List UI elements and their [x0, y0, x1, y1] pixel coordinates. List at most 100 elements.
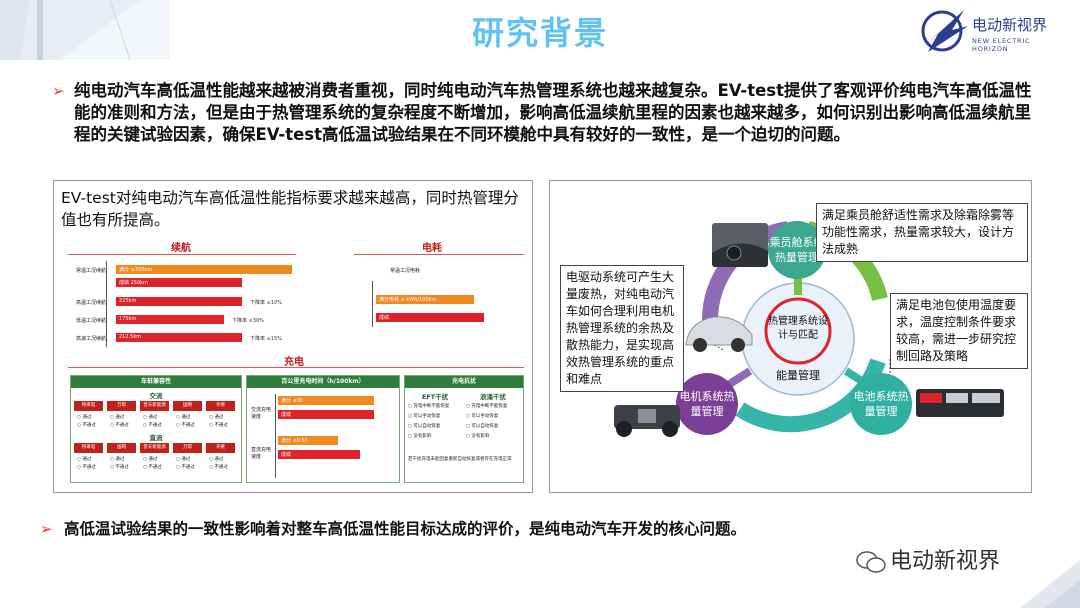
charge-time-bar-text: 满分 ≤0.5h	[281, 438, 308, 444]
cabin-dashboard-photo	[712, 223, 768, 267]
ac-operator-cell: 万帮	[107, 401, 136, 411]
electric-car-photo	[685, 316, 753, 352]
motor-chassis-photo	[614, 405, 680, 437]
pass-option[interactable]: ○ 通过	[143, 415, 158, 420]
surge-column-title: 浪涌干扰	[480, 393, 506, 401]
range-row-label: 低温工况续航	[76, 318, 107, 324]
pass-option[interactable]: ○ 通过	[143, 457, 158, 462]
range-bar-text: 212.5km	[119, 334, 142, 340]
ac-operator-cell: 特来电	[74, 401, 103, 411]
battery-pack-photo	[916, 389, 1004, 417]
range-bar-text: 225km	[119, 298, 137, 304]
range-note: 下降率 ≤10%	[250, 300, 282, 306]
interference-note: 若干扰充电未能回复重新自动恢复或者存在充电正常	[408, 457, 512, 462]
fail-option[interactable]: ○ 不通过	[110, 465, 129, 470]
energy-section-title: 电耗	[422, 243, 442, 254]
surge-option[interactable]: ○ 没有影响	[466, 434, 490, 439]
charge-time-title: 百公里充电时间（h/100km）	[247, 376, 399, 388]
bullet-arrow-icon: ➢	[40, 520, 53, 538]
battery-callout: 满足电池包使用温度要求，温度控制条件要求较高，需进一步研究控制回路及策略	[890, 293, 1028, 369]
pass-option[interactable]: ○ 通过	[77, 415, 92, 420]
fail-option[interactable]: ○ 不通过	[143, 465, 162, 470]
watermark-text: 电动新视界	[890, 549, 1001, 574]
charge-time-label: 直流充电速度	[251, 447, 272, 460]
top-left-decoration	[0, 0, 170, 60]
fail-option[interactable]: ○ 不通过	[209, 465, 228, 470]
ac-operator-cell: 国网	[173, 401, 202, 411]
range-bar-text: 满分 ≥350km	[119, 267, 153, 273]
energy-axis	[372, 281, 373, 327]
thermal-management-diagram: 热管理系统设计与匹配 能量管理 乘员舱系统热量管理 电池系统热量管理 电机系统热…	[549, 180, 1032, 493]
ac-operator-cell: 普天新能源	[140, 401, 169, 411]
range-bar: 满分 ≥350km	[116, 265, 292, 274]
fail-option[interactable]: ○ 不通过	[176, 465, 195, 470]
pass-option[interactable]: ○ 通过	[209, 457, 224, 462]
compatibility-title: 车桩兼容性	[71, 376, 241, 388]
pass-option[interactable]: ○ 通过	[209, 415, 224, 420]
pass-option[interactable]: ○ 通过	[110, 457, 125, 462]
interference-title: 充电抗扰	[405, 376, 523, 388]
wechat-icon	[856, 551, 886, 573]
fail-option[interactable]: ○ 不通过	[77, 423, 96, 428]
fail-option[interactable]: ○ 不通过	[143, 423, 162, 428]
range-bar: 212.5km	[116, 333, 242, 342]
intro-text: 纯电动汽车高低温性能越来越被消费者重视，同时纯电动汽车热管理系统也越来越复杂。E…	[74, 81, 1032, 144]
panel-description: EV-test对纯电动汽车高低温性能指标要求越来越高，同时热管理分值也有所提高。	[61, 189, 519, 229]
eft-option[interactable]: ○ 没有影响	[408, 434, 432, 439]
eft-option[interactable]: ○ 充电中断不能恢复	[408, 404, 450, 409]
ac-operator-cell: 许继	[206, 401, 235, 411]
range-bar: 225km	[116, 297, 242, 306]
range-row-label: 高速工况续航	[76, 336, 107, 342]
surge-option[interactable]: ○ 可以自动恢复	[466, 424, 499, 429]
logo-name: 电动新视界	[972, 16, 1048, 34]
energy-management-label: 能量管理	[776, 369, 820, 382]
charge-time-bar-text: 满分 ≤3h	[281, 398, 304, 404]
conclusion-text: 高低温试验结果的一致性影响着对整车高低温性能目标达成的评价，是纯电动汽车开发的核…	[64, 520, 747, 538]
cabin-callout: 满足乘员舱舒适性需求及除霜除雾等功能性需求，热量需求较大，设计方法成熟	[816, 203, 1028, 262]
energy-divider	[354, 254, 524, 255]
range-bar-text: 成绩 250km	[119, 280, 148, 286]
charge-time-label: 交流充电速度	[251, 407, 272, 420]
charge-time-bar: 成绩	[278, 450, 360, 459]
charge-time-bar: 满分 ≤3h	[278, 396, 374, 405]
fail-option[interactable]: ○ 不通过	[110, 423, 129, 428]
pass-option[interactable]: ○ 通过	[77, 457, 92, 462]
pass-option[interactable]: ○ 通过	[176, 415, 191, 420]
charge-time-box: 百公里充电时间（h/100km） 交流充电速度 满分 ≤3h 成绩 直流充电速度…	[246, 375, 400, 483]
eft-option[interactable]: ○ 可以自动恢复	[408, 424, 441, 429]
charge-time-bar: 满分 ≤0.5h	[278, 436, 338, 445]
ac-label: 交流	[149, 392, 163, 400]
bottom-right-decoration	[1020, 560, 1080, 608]
charge-time-axis	[275, 394, 276, 478]
range-bar: 175km	[116, 315, 224, 324]
pass-option[interactable]: ○ 通过	[176, 457, 191, 462]
range-divider	[68, 254, 296, 255]
fail-option[interactable]: ○ 不通过	[209, 423, 228, 428]
range-bar: 成绩 250km	[116, 278, 242, 287]
eft-option[interactable]: ○ 可以手动恢复	[408, 414, 441, 419]
conclusion-bullet: ➢ 高低温试验结果的一致性影响着对整车高低温性能目标达成的评价，是纯电动汽车开发…	[40, 518, 860, 540]
brand-logo: 电动新视界 NEW ELECTRIC HORIZON	[916, 4, 1066, 56]
wechat-watermark: 电动新视界	[856, 543, 1000, 575]
energy-bar: 满分电耗 ≤ kWh/100km	[376, 295, 474, 304]
surge-option[interactable]: ○ 充电中断不能恢复	[466, 404, 508, 409]
intro-bullet: ➢ 纯电动汽车高低温性能越来越被消费者重视，同时纯电动汽车热管理系统也越来越复杂…	[52, 80, 1042, 146]
fail-option[interactable]: ○ 不通过	[176, 423, 195, 428]
compatibility-box: 车桩兼容性 交流 特来电 万帮 普天新能源 国网 许继 ○ 通过 ○ 通过 ○ …	[70, 375, 242, 483]
fail-option[interactable]: ○ 不通过	[77, 465, 96, 470]
surge-option[interactable]: ○ 可以手动恢复	[466, 414, 499, 419]
range-section-title: 续航	[171, 243, 191, 254]
ev-test-requirements-panel: EV-test对纯电动汽车高低温性能指标要求越来越高，同时热管理分值也有所提高。…	[53, 180, 533, 493]
charge-time-bar-text: 成绩	[281, 412, 292, 418]
dc-operator-cell: 万帮	[173, 443, 202, 453]
range-row-label: 高温工况续航	[76, 300, 107, 306]
charge-time-bar: 成绩	[278, 410, 374, 419]
energy-bar: 成绩	[376, 313, 484, 322]
dc-operator-cell: 普天新能源	[140, 443, 169, 453]
center-label: 热管理系统设计与匹配	[768, 316, 828, 341]
eft-column-title: EFT干扰	[421, 393, 449, 401]
range-bar-text: 175km	[119, 316, 137, 322]
pass-option[interactable]: ○ 通过	[110, 415, 125, 420]
battery-system-node: 电池系统热量管理	[850, 373, 912, 435]
interference-box: 充电抗扰 EFT干扰 浪涌干扰 ○ 充电中断不能恢复 ○ 可以手动恢复 ○ 可以…	[404, 375, 524, 483]
